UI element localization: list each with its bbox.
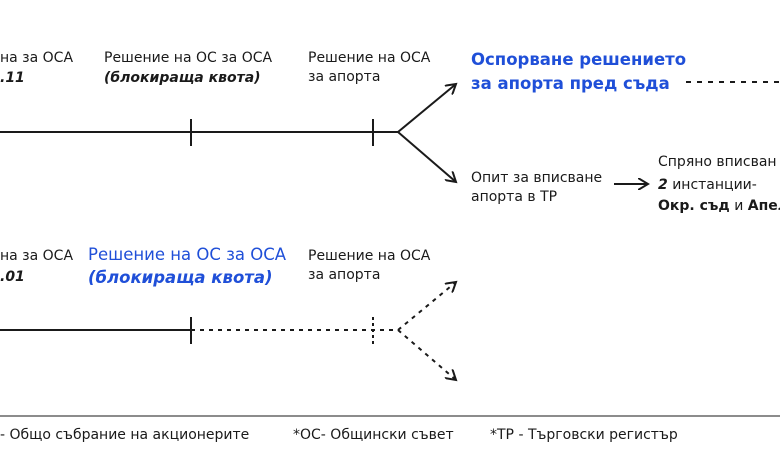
- register-attempt-line2: апорта в ТР: [471, 189, 558, 205]
- legend-item-3: *ТР - Търговски регистър: [490, 427, 678, 443]
- bottom-osa-decision-line2: за апорта: [308, 267, 381, 283]
- top-branch-up: [397, 84, 456, 133]
- top-branch-down: [397, 131, 456, 182]
- legend-item-1: - Общо събрание на акционерите: [0, 427, 250, 443]
- legend-item-2: *ОС- Общински съвет: [293, 427, 454, 443]
- stopped-and: и: [729, 198, 748, 214]
- top-cut-label-line2: .11: [0, 70, 25, 86]
- top-osa-decision-line2: за апорта: [308, 69, 381, 85]
- bottom-osa-decision-line1: Решение на ОСА: [308, 248, 431, 264]
- stopped-court2: Апел: [747, 198, 780, 214]
- stopped-count: 2: [658, 177, 668, 193]
- top-cut-label-line1: на за ОСА: [0, 50, 74, 66]
- stopped-line2-rest: инстанции-: [667, 177, 757, 193]
- top-os-decision-line1: Решение на ОС за ОСА: [104, 50, 273, 66]
- bottom-os-decision-line2: (блокираща квота): [88, 268, 273, 287]
- stopped-line3: Окр. съд и Апел: [658, 197, 780, 215]
- top-osa-decision-line1: Решение на ОСА: [308, 50, 431, 66]
- stopped-line1: Спряно вписван: [658, 154, 777, 170]
- top-os-decision-line2: (блокираща квота): [104, 70, 261, 86]
- challenge-line2: за апорта пред съда: [471, 74, 670, 93]
- bottom-branch-up: [397, 282, 456, 331]
- bottom-os-decision-line1: Решение на ОС за ОСА: [88, 245, 287, 264]
- bottom-branch-down: [397, 329, 456, 380]
- bottom-cut-label-line2: .01: [0, 269, 25, 285]
- stopped-line2: 2 инстанции-: [658, 176, 757, 194]
- register-attempt-line1: Опит за вписване: [471, 170, 603, 186]
- stopped-court1: Окр. съд: [658, 198, 730, 214]
- bottom-cut-label-line1: на за ОСА: [0, 248, 74, 264]
- challenge-line1: Оспорване решението: [471, 50, 687, 69]
